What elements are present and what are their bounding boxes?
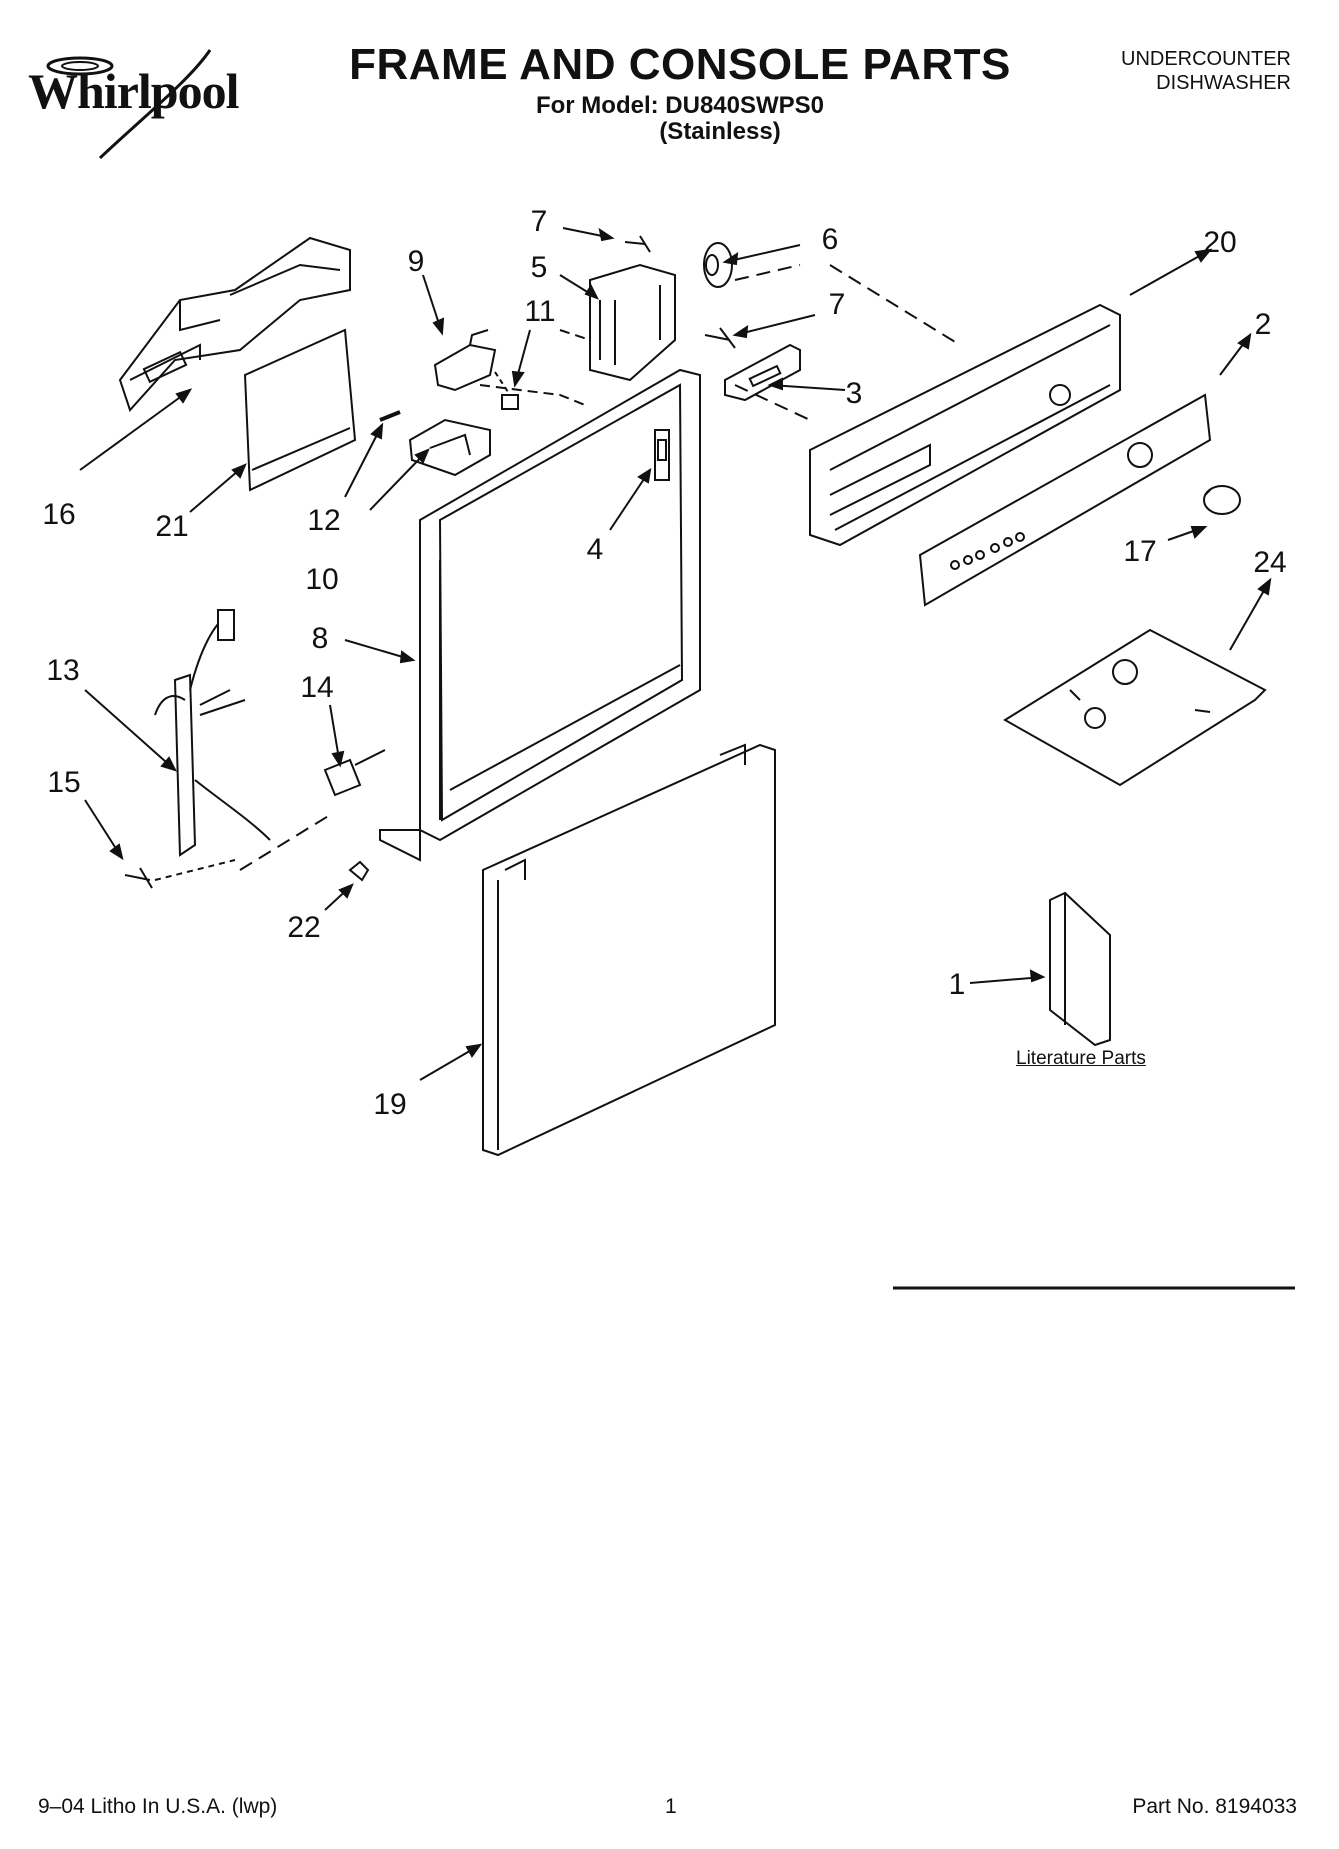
callout-5: 5 (530, 251, 548, 284)
callout-13: 13 (46, 654, 80, 687)
callout-7-top: 7 (530, 205, 548, 238)
part-15-screw (124, 859, 236, 889)
callout-6: 6 (821, 223, 839, 256)
category-line-1: UNDERCOUNTER (1121, 48, 1291, 70)
part-8-frame (379, 368, 701, 862)
part-21-shield (243, 328, 357, 492)
callout-19: 19 (373, 1088, 407, 1121)
part-20-console (809, 303, 1121, 547)
part-7-screw-top (624, 235, 651, 253)
part-11-connector (494, 371, 519, 410)
part-22-clip (348, 860, 370, 882)
part-5-timer (589, 263, 676, 382)
brand-logo (20, 40, 260, 160)
part-9-switch (433, 329, 497, 392)
callout-20: 20 (1203, 226, 1237, 259)
part-6-knob (703, 242, 733, 288)
part-4-clip (654, 429, 670, 481)
category-line-2: DISHWASHER (1156, 72, 1291, 94)
part-1-literature (1049, 891, 1111, 1047)
part-17-knob (1203, 485, 1241, 515)
part-16-vent-duct (118, 236, 351, 412)
literature-parts-label: Literature Parts (1016, 1048, 1146, 1069)
part-13-wire-harness (154, 609, 271, 857)
callout-17: 17 (1123, 535, 1157, 568)
callout-22: 22 (287, 911, 321, 944)
page-title: FRAME AND CONSOLE PARTS (349, 40, 1011, 89)
callout-16: 16 (42, 498, 76, 531)
callout-4: 4 (586, 533, 604, 566)
part-14-switch (323, 749, 386, 797)
callout-12: 12 (307, 504, 341, 537)
callout-2: 2 (1254, 308, 1272, 341)
part-10-bracket (408, 418, 491, 477)
callout-15: 15 (47, 766, 81, 799)
callout-21: 21 (155, 510, 189, 543)
callout-3: 3 (845, 377, 863, 410)
callout-9: 9 (407, 245, 425, 278)
model-variant: (Stainless) (659, 118, 781, 145)
callout-7-mid: 7 (828, 288, 846, 321)
callout-14: 14 (300, 671, 334, 704)
callout-24: 24 (1253, 546, 1287, 579)
footer-page-number: 1 (665, 1795, 677, 1818)
brand-swoosh-icon (46, 49, 212, 160)
part-3-bracket (724, 343, 801, 402)
part-2-overlay (918, 393, 1212, 607)
callout-10: 10 (305, 563, 339, 596)
callout-11: 11 (524, 295, 556, 328)
footer-print-info: 9–04 Litho In U.S.A. (lwp) (38, 1795, 278, 1818)
part-12-pin (379, 410, 401, 422)
brand-name: Whirlpool (28, 63, 239, 119)
part-24-parts-bag (1003, 628, 1267, 787)
part-7-screw-mid (704, 327, 736, 349)
callout-1: 1 (948, 968, 966, 1001)
callout-8: 8 (311, 622, 329, 655)
footer-part-number: Part No. 8194033 (1132, 1795, 1297, 1818)
model-line: For Model: DU840SWPS0 (535, 92, 825, 119)
part-19-door-panel (482, 743, 776, 1157)
